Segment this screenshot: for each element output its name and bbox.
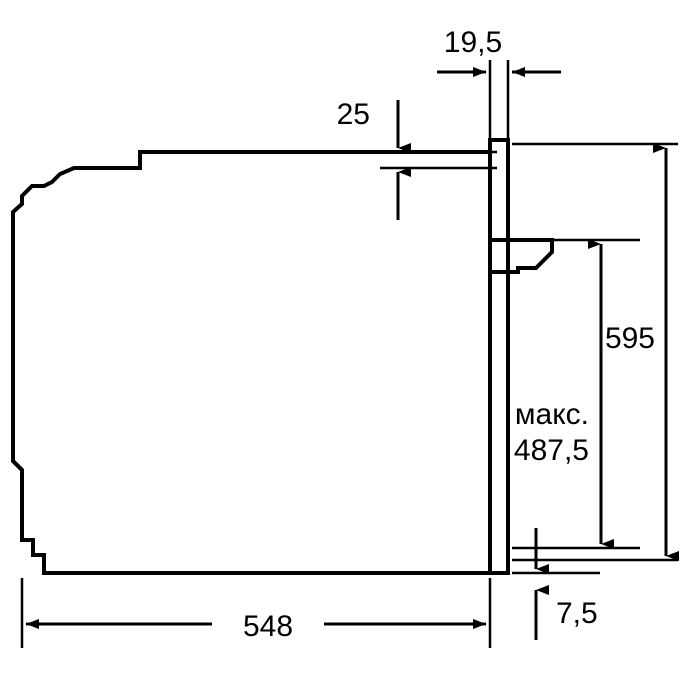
dimension-depth-top-offset: 19,5 — [437, 26, 561, 140]
oven-door-frame — [488, 138, 510, 575]
dimension-label-7-5: 7,5 — [556, 597, 598, 630]
dimension-label-548: 548 — [243, 610, 293, 643]
dimension-top-gap: 25 — [337, 98, 497, 220]
oven-body-outline — [11, 150, 492, 575]
oven-hinge-stub — [488, 238, 554, 274]
dimension-total-height: 595 — [512, 142, 679, 562]
dimension-label-25: 25 — [337, 98, 370, 131]
dimension-depth: 548 — [20, 578, 492, 648]
oven-inner-wall-line — [11, 459, 24, 472]
dimension-label-maks: макс. — [515, 398, 589, 431]
dimension-max-cavity-height: макс. 487,5 — [512, 238, 640, 550]
dimension-label-19-5: 19,5 — [444, 26, 502, 59]
dimension-bottom-offset: 7,5 — [512, 528, 600, 640]
dimension-label-595: 595 — [605, 322, 655, 355]
dimension-label-487-5: 487,5 — [514, 434, 589, 467]
